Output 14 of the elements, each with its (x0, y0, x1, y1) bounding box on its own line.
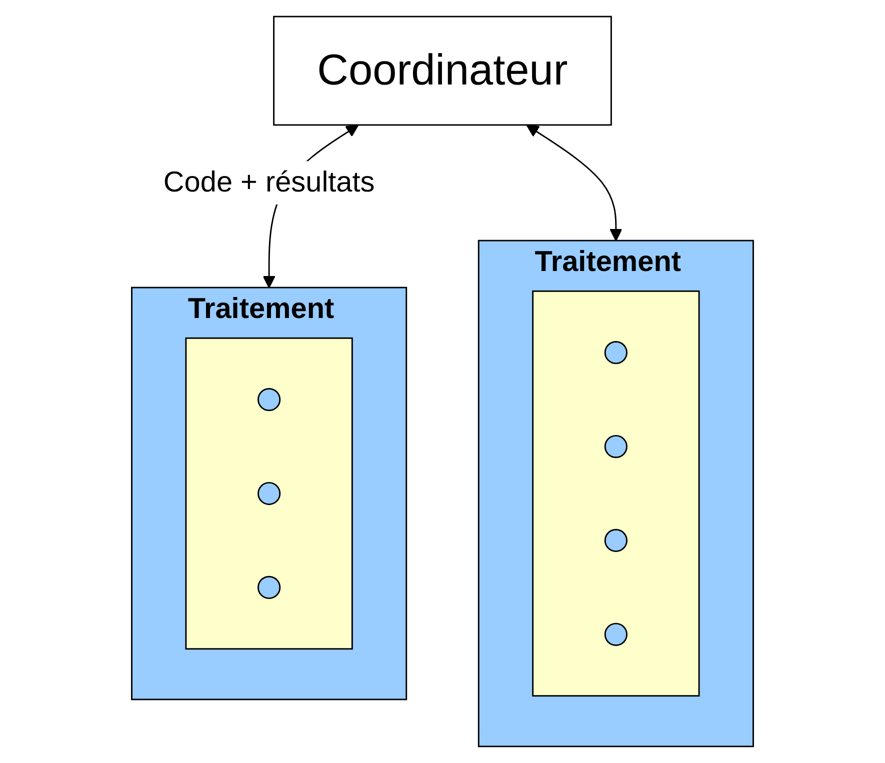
edge-label: Code + résultats (163, 166, 375, 199)
node-circle (604, 434, 628, 458)
cluster (532, 290, 700, 697)
node-circle (258, 388, 281, 412)
node-circle (604, 528, 628, 552)
node-box: Coordinateur (273, 16, 612, 126)
cluster: Traitement (478, 240, 754, 748)
node-circle (604, 622, 628, 646)
node-circle (604, 341, 628, 364)
cluster: Traitement (131, 286, 408, 700)
cluster (185, 337, 353, 650)
node-circle (258, 482, 281, 506)
arrow (526, 124, 622, 242)
node-circle (258, 576, 281, 600)
